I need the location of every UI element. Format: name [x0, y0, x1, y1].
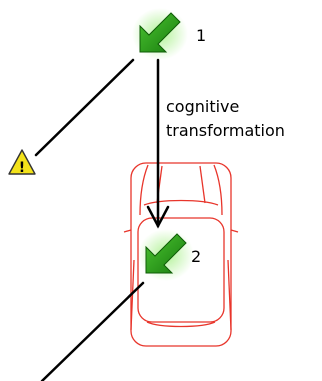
line-marker1-to-warning	[34, 58, 135, 157]
arrow-label-line1: cognitive	[166, 97, 239, 116]
car-icon	[123, 162, 239, 347]
marker-1-label: 1	[196, 26, 206, 45]
marker-2-label: 2	[191, 247, 201, 266]
cognitive-transformation-arrow	[146, 58, 170, 229]
green-arrow-icon	[132, 8, 188, 60]
arrow-label-line2: transformation	[166, 121, 285, 140]
warning-glyph: !	[19, 160, 25, 176]
line-marker2-to-bottom	[40, 281, 145, 381]
connector-lines	[34, 58, 145, 381]
warning-icon: !	[8, 149, 36, 176]
green-arrow-icon	[138, 229, 194, 281]
